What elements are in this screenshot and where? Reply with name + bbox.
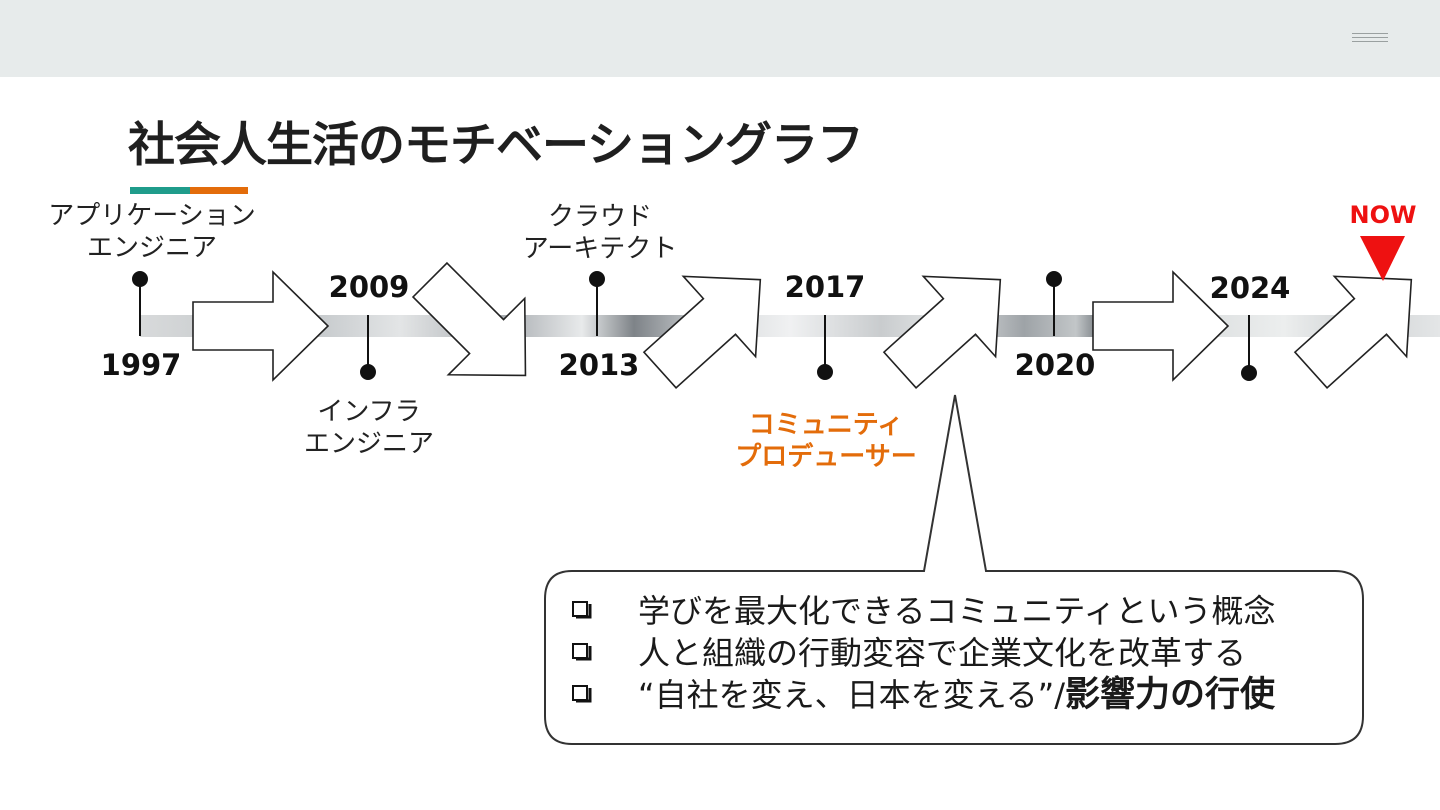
marker-dot-2017 bbox=[817, 364, 833, 380]
year-2017: 2017 bbox=[784, 270, 866, 304]
callout-item: 人と組織の行動変容で企業文化を改革する bbox=[572, 632, 1352, 674]
callout-list: 学びを最大化できるコミュニティという概念 人と組織の行動変容で企業文化を改革する… bbox=[572, 590, 1352, 716]
callout-balloon bbox=[544, 394, 1364, 745]
role-line: インフラ bbox=[317, 397, 421, 427]
role-line: コミュニティ bbox=[748, 410, 904, 440]
checkbox-icon bbox=[572, 601, 592, 619]
callout-item: “自社を変え、日本を変える”/影響力の行使 bbox=[572, 674, 1352, 716]
role-infra-engineer: インフラ エンジニア bbox=[304, 396, 434, 460]
marker-dot-1997 bbox=[132, 271, 148, 287]
year-2024: 2024 bbox=[1209, 271, 1291, 305]
now-label: NOW bbox=[1349, 201, 1417, 229]
checkbox-icon bbox=[572, 643, 592, 661]
menu-icon[interactable] bbox=[1352, 33, 1388, 45]
role-line: エンジニア bbox=[86, 233, 218, 263]
role-community-producer: コミュニティ プロデューサー bbox=[735, 409, 916, 473]
page-title: 社会人生活のモチベーショングラフ bbox=[128, 118, 864, 173]
role-application-engineer: アプリケーション エンジニア bbox=[48, 200, 255, 264]
marker-dot-2013 bbox=[589, 271, 605, 287]
trend-arrow-flat-2 bbox=[1092, 270, 1230, 382]
now-marker-triangle bbox=[1360, 236, 1405, 281]
trend-arrow-down bbox=[411, 261, 527, 377]
timeline-markers bbox=[132, 271, 1257, 381]
checkbox-icon bbox=[572, 685, 592, 703]
year-1997: 1997 bbox=[100, 348, 182, 382]
marker-dot-2009 bbox=[360, 364, 376, 380]
role-line: エンジニア bbox=[303, 429, 435, 459]
callout-item-text-wrap: “自社を変え、日本を変える”/影響力の行使 bbox=[638, 674, 1275, 716]
role-cloud-architect: クラウド アーキテクト bbox=[523, 201, 677, 265]
callout-item-text: 学びを最大化できるコミュニティという概念 bbox=[638, 592, 1276, 630]
trend-arrow-up-1 bbox=[642, 275, 762, 389]
marker-dot-2024 bbox=[1241, 365, 1257, 381]
role-line: クラウド bbox=[547, 202, 653, 232]
marker-dot-2020 bbox=[1046, 271, 1062, 287]
callout-item-text: 人と組織の行動変容で企業文化を改革する bbox=[638, 634, 1247, 672]
header-bar bbox=[0, 0, 1440, 77]
callout-item-text: “自社を変え、日本を変える”/ bbox=[638, 676, 1065, 714]
role-line: アーキテクト bbox=[522, 234, 678, 264]
year-2013: 2013 bbox=[558, 348, 640, 382]
title-accent-teal bbox=[130, 187, 190, 194]
trend-arrow-flat-1 bbox=[192, 270, 330, 382]
year-2020: 2020 bbox=[1014, 348, 1096, 382]
callout-item: 学びを最大化できるコミュニティという概念 bbox=[572, 590, 1352, 632]
title-accent-orange bbox=[190, 187, 248, 194]
year-2009: 2009 bbox=[328, 270, 410, 304]
role-line: アプリケーション bbox=[48, 201, 256, 231]
trend-arrow-up-2 bbox=[882, 275, 1002, 389]
role-line: プロデューサー bbox=[735, 442, 917, 472]
callout-item-emphasis: 影響力の行使 bbox=[1064, 675, 1275, 715]
trend-arrow-up-3 bbox=[1293, 275, 1413, 389]
